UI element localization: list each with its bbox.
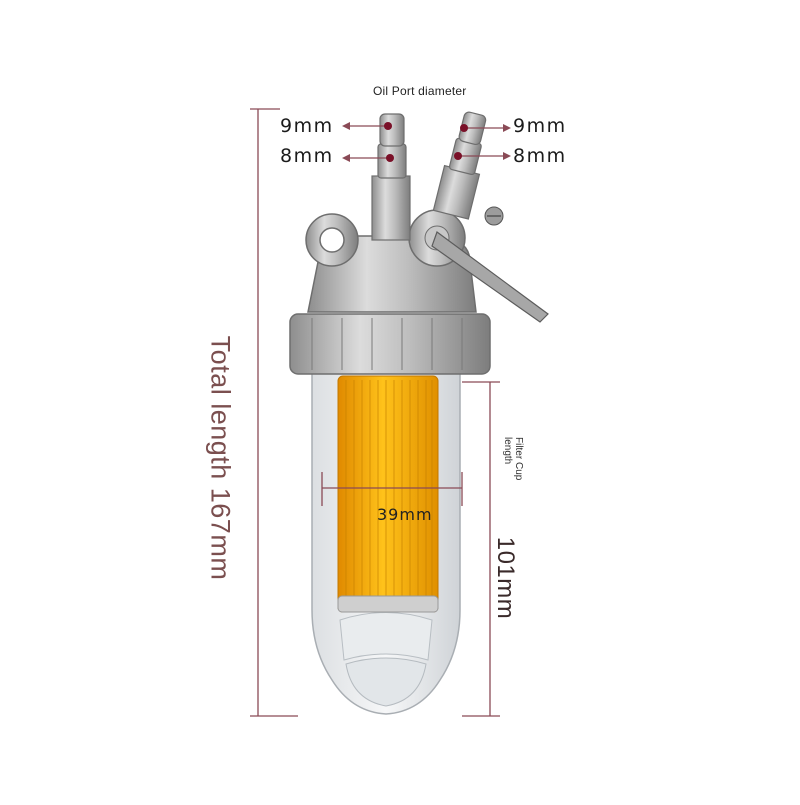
total-length-dimension	[250, 108, 298, 717]
port-bottom-right-label: 8mm	[513, 145, 567, 167]
filter-head	[305, 206, 549, 323]
total-length-label: Total length 167mm	[205, 335, 236, 581]
filter-cup-label: Filter Cup length	[502, 437, 524, 481]
filter-cup-dimension	[462, 381, 500, 717]
oil-port-title: Oil Port diameter	[373, 84, 467, 98]
filter-element	[337, 375, 439, 613]
port-callouts	[342, 122, 511, 162]
port-top-right-label: 9mm	[513, 115, 567, 137]
filter-cup-value: 101mm	[492, 536, 519, 620]
port-top-left-label: 9mm	[280, 115, 334, 137]
width-dimension	[321, 472, 463, 506]
left-oil-port	[371, 113, 411, 241]
port-bottom-left-label: 8mm	[280, 145, 334, 167]
width-label: 39mm	[377, 505, 433, 524]
collar-nut	[289, 313, 491, 375]
